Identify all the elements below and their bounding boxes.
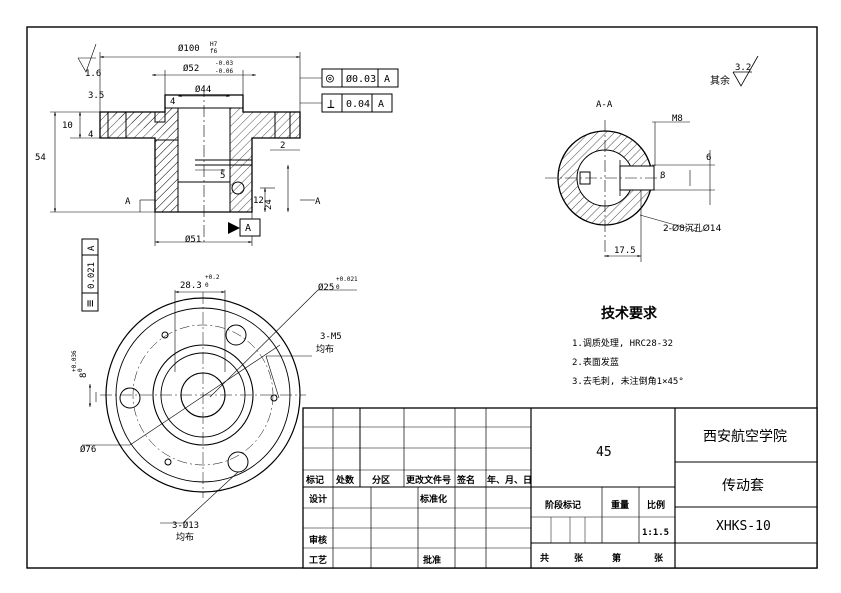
tb-approve: 批准 bbox=[423, 554, 441, 566]
dim-3-5: 3.5 bbox=[88, 91, 104, 101]
plan-dia-25: Ø25 bbox=[318, 282, 334, 293]
gdt-concentricity: ◎ Ø0.03 A bbox=[300, 68, 399, 88]
tol-52-bottom: -0.06 bbox=[215, 68, 233, 75]
plan-m5: 3-M5 bbox=[320, 332, 342, 342]
concentricity-datum: A bbox=[384, 74, 390, 85]
cross-hole bbox=[231, 181, 245, 195]
front-section-view bbox=[99, 85, 301, 245]
sec-dim-8: 8 bbox=[660, 171, 665, 181]
plan-tol-28-top: +0.2 bbox=[205, 274, 220, 281]
tb-mark: 标记 bbox=[305, 474, 324, 486]
tb-design: 设计 bbox=[309, 493, 327, 505]
tb-drawing-no: XHKS-10 bbox=[716, 519, 771, 534]
plan-dim-8: 8 bbox=[79, 373, 89, 378]
tech-req-title: 技术要求 bbox=[601, 305, 658, 322]
dim-5: 5 bbox=[220, 171, 225, 181]
plan-view bbox=[82, 289, 357, 524]
tb-change-doc: 更改文件号 bbox=[406, 474, 451, 486]
tb-zone: 分区 bbox=[372, 474, 390, 486]
tb-stage: 阶段标记 bbox=[545, 499, 581, 511]
plan-hole13: 3-Ø13 bbox=[172, 520, 199, 531]
tb-scale: 1:1.5 bbox=[642, 528, 669, 538]
tol-52-top: -0.03 bbox=[215, 60, 233, 67]
plan-view-texts: 28.3 +0.2 0 Ø25 +0.021 0 3-M5 均布 8 +0.03… bbox=[71, 274, 358, 543]
sec-dim-17-5: 17.5 bbox=[614, 246, 636, 256]
dim-24: 24 bbox=[264, 199, 274, 210]
tech-req-3: 3.去毛刺, 未注倒角1×45° bbox=[572, 375, 684, 387]
plan-m5-note: 均布 bbox=[316, 343, 334, 355]
front-outline bbox=[99, 94, 301, 213]
front-dim-texts: Ø100 H7 f6 Ø52 -0.03 -0.06 Ø44 Ø51 24 5 … bbox=[35, 41, 321, 245]
symmetry-datum: A bbox=[87, 245, 97, 251]
tb-standardize: 标准化 bbox=[419, 493, 447, 505]
finish-label: 其余 bbox=[710, 74, 730, 87]
dim-2: 2 bbox=[280, 141, 285, 151]
tech-requirements: 技术要求 1.调质处理, HRC28-32 2.表面发蓝 3.去毛刺, 未注倒角… bbox=[572, 305, 684, 387]
finish-value: 3.2 bbox=[735, 63, 751, 73]
tb-material: 45 bbox=[596, 445, 612, 460]
sec-m8: M8 bbox=[672, 114, 683, 124]
gdt-perpendicularity: ⊥ 0.04 A bbox=[300, 93, 393, 113]
tb-unit2: 张 bbox=[654, 552, 664, 564]
front-dimensions bbox=[50, 43, 315, 246]
datum-label: A bbox=[245, 223, 251, 234]
tb-count: 处数 bbox=[335, 474, 355, 486]
dim-100: Ø100 bbox=[178, 43, 200, 54]
symmetry-tol: 0.021 bbox=[87, 262, 97, 289]
perpendicularity-datum: A bbox=[378, 99, 384, 110]
perpendicularity-tol: 0.04 bbox=[346, 99, 370, 110]
plan-tol-8-top: +0.036 bbox=[71, 350, 78, 372]
roughness-1-6: 1.6 bbox=[85, 69, 101, 79]
tb-process: 工艺 bbox=[309, 554, 327, 566]
symmetry-icon: ≡ bbox=[83, 300, 97, 307]
plan-dim-28-3: 28.3 bbox=[180, 281, 202, 291]
tb-date: 年、月、日 bbox=[487, 474, 532, 486]
section-aa-view bbox=[545, 120, 715, 262]
dim-44: Ø44 bbox=[195, 84, 211, 95]
dim-54: 54 bbox=[35, 153, 46, 163]
fit-100-bottom: f6 bbox=[210, 48, 218, 55]
plan-tol-28-bottom: 0 bbox=[205, 282, 209, 289]
plan-tol-25-bottom: 0 bbox=[336, 284, 340, 291]
concentricity-tol: Ø0.03 bbox=[346, 73, 376, 85]
title-block bbox=[302, 407, 818, 569]
tb-weight: 重量 bbox=[611, 499, 629, 511]
surface-finish-note: 其余 3.2 bbox=[710, 55, 759, 87]
section-aa-texts: A-A M8 8 6 17.5 2-Ø8沉孔Ø14 bbox=[596, 100, 722, 256]
plan-dia-76: Ø76 bbox=[80, 444, 96, 455]
dim-4-left: 4 bbox=[88, 130, 93, 140]
dim-4-top: 4 bbox=[170, 97, 175, 107]
plan-tol-8-bottom: 0 bbox=[77, 368, 84, 372]
sec-dim-6: 6 bbox=[706, 153, 711, 163]
tb-review: 审核 bbox=[309, 534, 327, 546]
tb-sheet-no: 第 bbox=[612, 552, 621, 564]
section-title: A-A bbox=[596, 100, 613, 110]
tech-req-2: 2.表面发蓝 bbox=[572, 356, 619, 368]
tb-total: 共 bbox=[540, 552, 549, 564]
dim-51: Ø51 bbox=[185, 234, 201, 245]
tb-sign: 签名 bbox=[456, 474, 475, 486]
section-marker-right: A bbox=[315, 197, 321, 207]
sec-hole-note: 2-Ø8沉孔Ø14 bbox=[663, 223, 722, 234]
fit-100-top: H7 bbox=[210, 41, 218, 48]
perpendicularity-icon: ⊥ bbox=[327, 97, 335, 112]
section-marker-left: A bbox=[125, 197, 131, 207]
tb-part-name: 传动套 bbox=[722, 478, 764, 494]
dim-10: 10 bbox=[62, 121, 73, 131]
hatch-left-body bbox=[99, 107, 179, 213]
tech-req-1: 1.调质处理, HRC28-32 bbox=[572, 337, 673, 349]
dim-12: 12 bbox=[253, 196, 264, 206]
tb-unit1: 张 bbox=[574, 552, 584, 564]
gdt-symmetry: ≡ 0.021 A bbox=[81, 238, 99, 312]
concentricity-icon: ◎ bbox=[326, 71, 334, 86]
plan-hole13-note: 均布 bbox=[176, 531, 194, 543]
title-block-texts: 标记 处数 分区 更改文件号 签名 年、月、日 设计 标准化 审核 工艺 批准 … bbox=[305, 429, 787, 566]
plan-tol-25-top: +0.021 bbox=[336, 276, 358, 283]
tb-school: 西安航空学院 bbox=[703, 429, 787, 445]
tb-scale-label: 比例 bbox=[647, 499, 665, 511]
dim-52: Ø52 bbox=[183, 63, 199, 74]
datum-a: A bbox=[228, 218, 261, 237]
